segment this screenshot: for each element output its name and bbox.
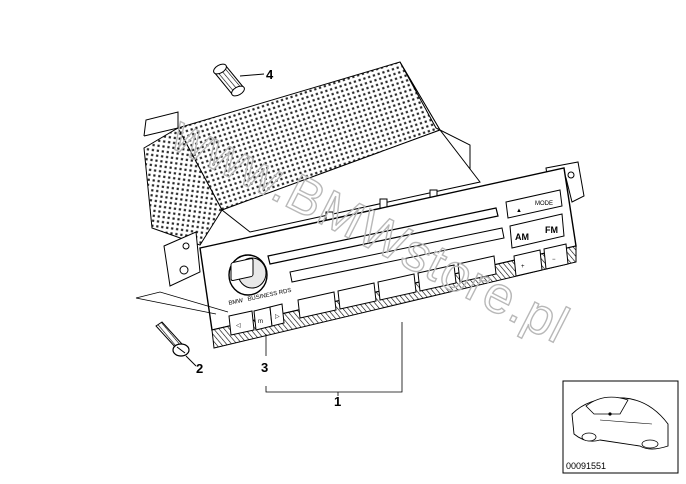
callout-1: 1 <box>334 394 341 409</box>
radio-housing <box>143 61 481 246</box>
left-mounting-bracket <box>163 231 201 287</box>
minus-label: − <box>552 257 556 263</box>
minus-button <box>543 243 569 270</box>
eject-icon: ▲ <box>516 208 522 214</box>
m-button-label: m <box>258 319 263 325</box>
mode-button <box>505 189 563 219</box>
preset-buttons <box>297 255 497 319</box>
seek-right-glyph: ▷ <box>275 314 280 320</box>
faceplate-brand: BMW <box>228 298 244 307</box>
plus-button <box>513 249 543 277</box>
fm-label: FM <box>545 225 558 235</box>
screw-part <box>135 291 229 367</box>
pin-part <box>213 63 265 97</box>
leader-lines <box>265 322 403 396</box>
doc-number: 00091551 <box>566 461 606 471</box>
am-label: AM <box>515 232 529 242</box>
radio-faceplate: BMW BUSINESS RDS m ◁ ▷ ▲ MODE AM FM + − <box>199 167 577 349</box>
callout-2: 2 <box>196 361 203 376</box>
callout-4: 4 <box>266 67 274 82</box>
am-fm-button <box>509 213 565 249</box>
mode-label: MODE <box>535 201 553 207</box>
callout-3: 3 <box>261 360 268 375</box>
seek-back-button <box>230 258 254 282</box>
car-thumbnail: 00091551 <box>562 380 679 474</box>
seek-left-glyph: ◁ <box>236 323 241 329</box>
plus-label: + <box>521 264 525 270</box>
